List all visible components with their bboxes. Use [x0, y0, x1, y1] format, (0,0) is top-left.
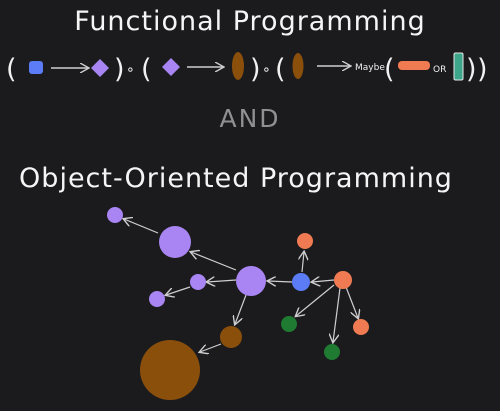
- open-paren-3: (: [275, 54, 286, 85]
- maybe-open-paren: (: [384, 54, 395, 85]
- close-paren-1: ): [114, 54, 125, 85]
- edge-small-brown-to-large-brown: [200, 343, 222, 352]
- compose-operator-1: ∘: [126, 62, 135, 78]
- blue-square-type-icon: [29, 61, 43, 74]
- maybe-label: Maybe: [355, 63, 385, 73]
- object-oriented-programming-title: Object-Oriented Programming: [19, 163, 453, 194]
- close-paren-4: ): [477, 54, 488, 85]
- and-title: AND: [219, 104, 281, 133]
- object-graph-nodes: [107, 207, 369, 400]
- edge-orange-to-left-green: [296, 284, 335, 316]
- hub-orange-object-node: [334, 271, 352, 289]
- central-purple-object-node: [236, 266, 266, 296]
- close-paren-3: ): [466, 54, 477, 85]
- purple-diamond-input-icon: [162, 58, 180, 76]
- open-paren-1: (: [6, 54, 17, 85]
- brown-oval-input-icon: [292, 53, 304, 79]
- edge-mid-purple-to-left-purple: [166, 286, 191, 295]
- edge-central-to-mid-purple: [207, 280, 237, 282]
- object-graph-edges: [124, 219, 358, 352]
- purple-diamond-type-icon: [91, 59, 109, 77]
- small-brown-object-node: [220, 326, 242, 348]
- brown-oval-type-icon: [232, 52, 244, 80]
- bottom-green-object-node: [324, 344, 340, 360]
- orange-bar-type-icon: [398, 61, 430, 70]
- edge-central-to-large-purple: [191, 252, 237, 271]
- edge-blue-to-top-orange: [302, 252, 304, 273]
- function-composition-row: ( ) ∘ ( ) ∘ ( Maybe ( OR ) ): [6, 52, 488, 85]
- edge-blue-to-central: [268, 281, 293, 282]
- functional-programming-title: Functional Programming: [74, 6, 426, 37]
- edge-large-purple-to-small-purple: [124, 219, 159, 234]
- edge-orange-to-right-orange: [345, 286, 358, 318]
- large-brown-object-node: [140, 340, 200, 400]
- teal-bar-type-icon: [453, 52, 464, 81]
- top-orange-object-node: [297, 233, 313, 249]
- mid-purple-object-node: [190, 274, 206, 290]
- open-paren-2: (: [141, 54, 152, 85]
- left-purple-object-node: [149, 291, 165, 307]
- blue-object-node: [292, 273, 310, 291]
- edge-central-to-small-brown: [235, 294, 247, 324]
- compose-operator-2: ∘: [262, 62, 271, 78]
- small-purple-object-node: [107, 207, 123, 223]
- or-label: OR: [433, 65, 446, 75]
- close-paren-2: ): [250, 54, 261, 85]
- left-green-object-node: [281, 316, 297, 332]
- large-purple-object-node: [159, 226, 191, 258]
- edge-orange-to-blue: [312, 280, 335, 282]
- right-orange-object-node: [353, 319, 369, 335]
- edge-orange-to-bottom-green: [333, 287, 341, 342]
